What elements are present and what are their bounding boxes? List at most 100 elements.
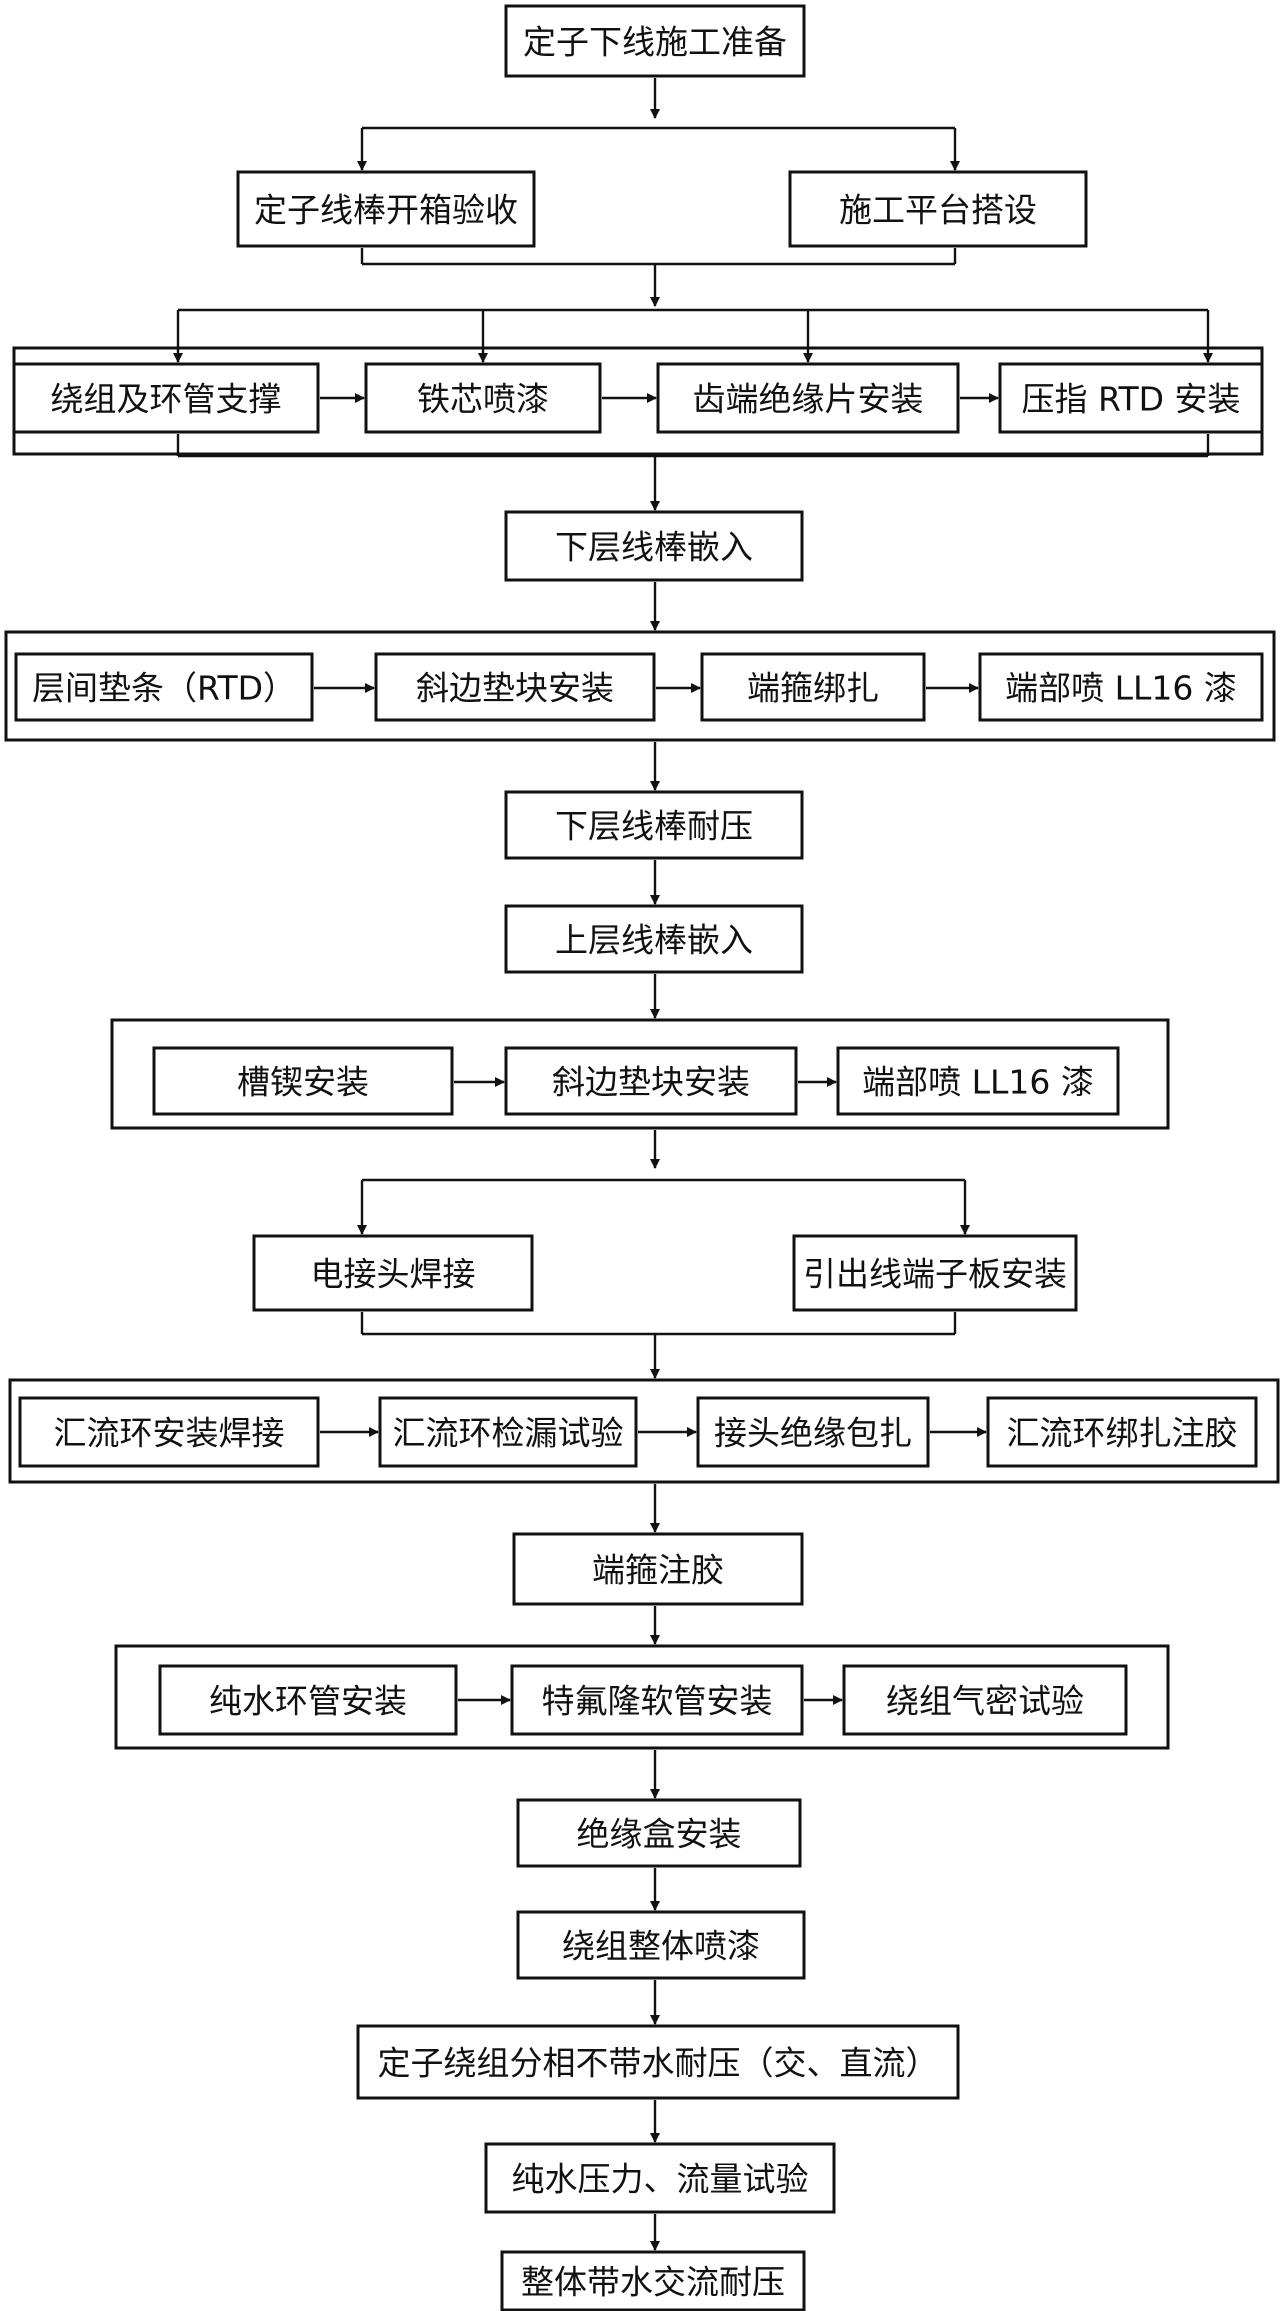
flow-node-lower-embed: 下层线棒嵌入: [504, 510, 804, 582]
flow-node-wedge-block-1: 斜边垫块安装: [374, 652, 656, 722]
flow-node-label: 层间垫条（RTD）: [32, 669, 296, 708]
flow-node-terminal-board: 引出线端子板安装: [792, 1234, 1078, 1312]
flow-node-box: [836, 1046, 1120, 1116]
flow-node-label: 定子下线施工准备: [523, 23, 787, 62]
flow-node-box: [504, 4, 806, 78]
flow-node-end-hoop-glue: 端箍注胶: [512, 1532, 804, 1606]
flow-node-label: 端箍注胶: [592, 1551, 724, 1590]
flow-node-label: 纯水环管安装: [209, 1682, 407, 1721]
flow-node-label: 铁芯喷漆: [417, 380, 549, 419]
flow-node-support: 绕组及环管支撑: [12, 362, 320, 434]
flow-node-label: 端箍绑扎: [747, 669, 879, 708]
flow-node-box: [788, 170, 1088, 248]
flow-node-accept: 定子线棒开箱验收: [236, 170, 536, 248]
flow-node-label: 端部喷 LL16 漆: [862, 1063, 1094, 1102]
flow-node-ptfe-hose: 特氟隆软管安装: [510, 1664, 804, 1736]
flow-node-label: 斜边垫块安装: [552, 1063, 750, 1102]
flow-node-label: 施工平台搭设: [839, 191, 1037, 230]
flow-node-box: [504, 790, 804, 860]
group-upper-layer: [110, 1018, 1170, 1130]
flow-node-label: 绕组及环管支撑: [51, 380, 282, 419]
flow-node-box: [504, 1046, 798, 1116]
flowchart-connectors: [173, 78, 1213, 2251]
flow-node-busring-tie: 汇流环绑扎注胶: [986, 1396, 1258, 1468]
flow-node-label: 下层线棒耐压: [555, 807, 753, 846]
flow-node-box: [18, 1396, 320, 1468]
flow-node-box: [656, 362, 960, 434]
group-lower-layer: [4, 630, 1276, 742]
flow-node-box: [792, 1234, 1078, 1312]
flow-node-box: [236, 170, 536, 248]
flow-node-box: [12, 362, 320, 434]
flow-node-box: [978, 652, 1264, 722]
flow-node-label: 汇流环检漏试验: [393, 1414, 624, 1453]
flow-node-box: [516, 1798, 802, 1868]
flow-node-box: [14, 652, 314, 722]
group-water-row: [114, 1644, 1170, 1750]
flow-node-box: [986, 1396, 1258, 1468]
flow-node-label: 特氟隆软管安装: [542, 1682, 773, 1721]
flow-node-box: [500, 2250, 806, 2311]
flow-node-box: [252, 1234, 534, 1312]
flow-node-label: 接头绝缘包扎: [714, 1414, 912, 1453]
flow-node-end-spray-2: 端部喷 LL16 漆: [836, 1046, 1120, 1116]
group-busring-row: [8, 1378, 1280, 1484]
flow-node-label: 定子线棒开箱验收: [254, 191, 518, 230]
flow-node-label: 汇流环安装焊接: [54, 1414, 285, 1453]
flow-node-water-ring: 纯水环管安装: [158, 1664, 458, 1736]
flow-node-box: [700, 652, 926, 722]
flow-node-joint-weld: 电接头焊接: [252, 1234, 534, 1312]
flow-node-box: [356, 2024, 960, 2100]
flow-node-box: [516, 1910, 806, 1980]
flow-node-platform: 施工平台搭设: [788, 170, 1088, 248]
flow-node-box: [510, 1664, 804, 1736]
flow-node-upper-embed: 上层线棒嵌入: [504, 904, 804, 974]
flow-node-rtd-finger: 压指 RTD 安装: [998, 362, 1264, 434]
flow-node-busring-leak: 汇流环检漏试验: [378, 1396, 638, 1468]
flow-node-winding-paint: 绕组整体喷漆: [516, 1910, 806, 1980]
flow-node-joint-insul: 接头绝缘包扎: [696, 1396, 930, 1468]
flowchart-nodes: 定子下线施工准备定子线棒开箱验收施工平台搭设绕组及环管支撑铁芯喷漆齿端绝缘片安装…: [12, 4, 1264, 2311]
flow-node-label: 整体带水交流耐压: [521, 2263, 785, 2302]
flow-node-label: 斜边垫块安装: [416, 669, 614, 708]
flow-node-end-spray-1: 端部喷 LL16 漆: [978, 652, 1264, 722]
flow-node-phase-hipot: 定子绕组分相不带水耐压（交、直流）: [356, 2024, 960, 2100]
flow-node-spacer-rtd: 层间垫条（RTD）: [14, 652, 314, 722]
flow-node-prep: 定子下线施工准备: [504, 4, 806, 78]
flow-node-label: 绕组气密试验: [886, 1682, 1084, 1721]
flow-node-air-tight: 绕组气密试验: [842, 1664, 1128, 1736]
flow-node-box: [696, 1396, 930, 1468]
flow-node-box: [504, 904, 804, 974]
flow-node-label: 电接头焊接: [311, 1255, 476, 1294]
flow-node-label: 端部喷 LL16 漆: [1005, 669, 1237, 708]
flow-node-box: [152, 1046, 454, 1116]
flow-node-wedge-block-2: 斜边垫块安装: [504, 1046, 798, 1116]
flow-node-busring-weld: 汇流环安装焊接: [18, 1396, 320, 1468]
flow-node-label: 绕组整体喷漆: [562, 1927, 760, 1966]
flow-node-box: [512, 1532, 804, 1606]
flow-node-label: 上层线棒嵌入: [555, 921, 753, 960]
flow-node-insul-box: 绝缘盒安装: [516, 1798, 802, 1868]
flow-node-label: 下层线棒嵌入: [555, 528, 753, 567]
flow-node-label: 引出线端子板安装: [803, 1255, 1067, 1294]
flow-node-box: [374, 652, 656, 722]
flow-node-box: [504, 510, 804, 582]
flow-node-label: 定子绕组分相不带水耐压（交、直流）: [378, 2044, 939, 2083]
flow-node-box: [378, 1396, 638, 1468]
flow-node-lower-hipot: 下层线棒耐压: [504, 790, 804, 860]
flow-node-slot-wedge: 槽锲安装: [152, 1046, 454, 1116]
flow-node-label: 纯水压力、流量试验: [512, 2160, 809, 2199]
flow-node-final-hipot: 整体带水交流耐压: [500, 2250, 806, 2311]
flow-node-label: 绝缘盒安装: [577, 1815, 742, 1854]
flow-node-core-paint: 铁芯喷漆: [364, 362, 602, 434]
flow-node-box: [364, 362, 602, 434]
flow-node-box: [484, 2142, 836, 2214]
flow-node-label: 槽锲安装: [237, 1063, 369, 1102]
flow-node-label: 压指 RTD 安装: [1021, 380, 1240, 419]
flow-node-box: [842, 1664, 1128, 1736]
flow-node-box: [998, 362, 1264, 434]
flow-node-label: 汇流环绑扎注胶: [1007, 1414, 1238, 1453]
flow-node-box: [158, 1664, 458, 1736]
flow-node-water-test: 纯水压力、流量试验: [484, 2142, 836, 2214]
